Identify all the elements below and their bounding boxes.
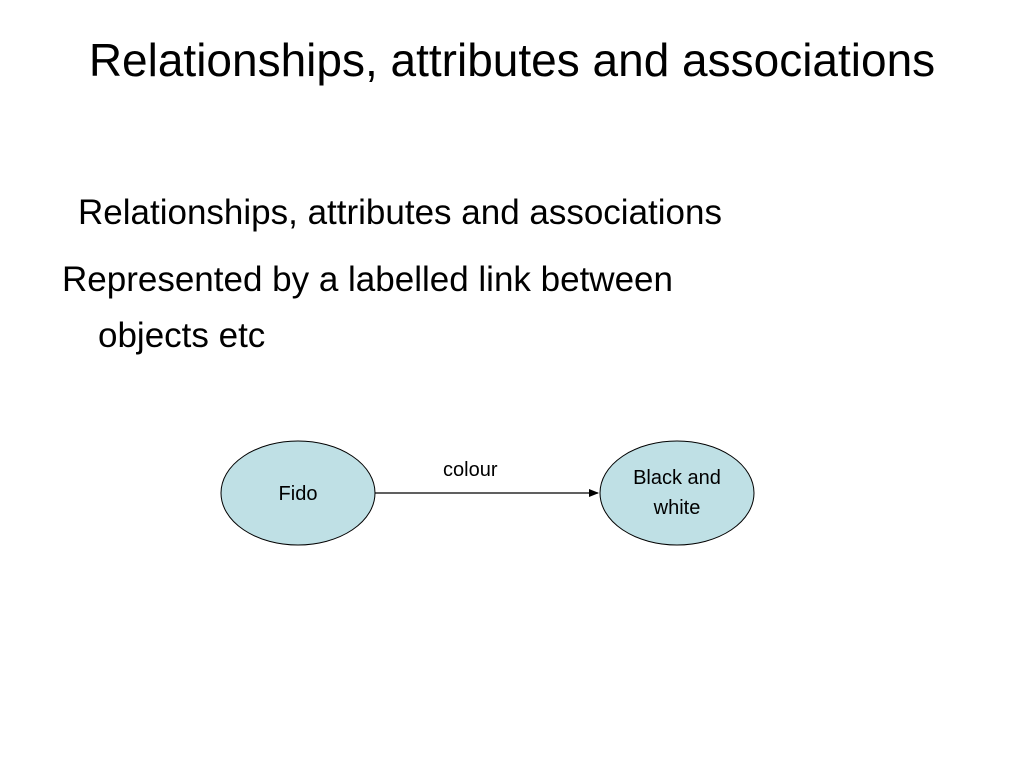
node-fido-label: Fido xyxy=(221,479,375,509)
body-text-line-1: Represented by a labelled link between xyxy=(62,260,673,299)
slide-title: Relationships, attributes and associatio… xyxy=(62,32,962,88)
node-black-and-white-label: Black and white xyxy=(600,463,754,523)
slide-title-text: Relationships, attributes and associatio… xyxy=(88,34,936,86)
edge-colour-label: colour xyxy=(443,459,498,481)
node-fido-label-text: Fido xyxy=(278,483,318,505)
node-black-and-white-label-line-2: white xyxy=(653,497,701,519)
slide-subheading: Relationships, attributes and associatio… xyxy=(78,193,722,232)
node-black-and-white-label-line-1: Black and xyxy=(633,467,721,489)
body-text-line-2: objects etc xyxy=(98,316,266,355)
